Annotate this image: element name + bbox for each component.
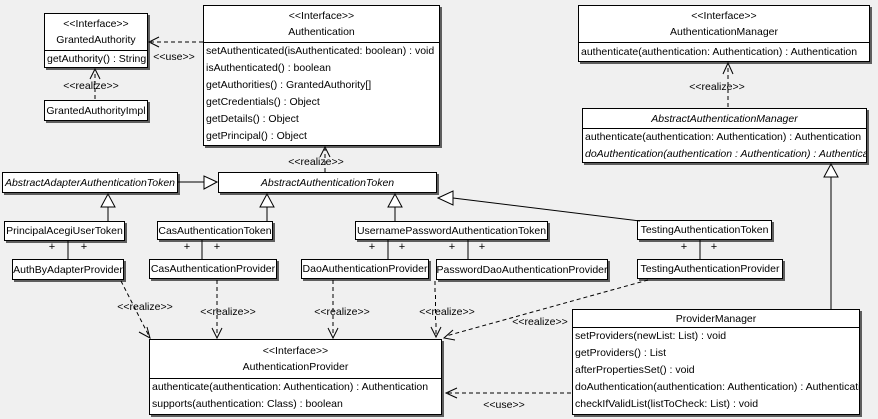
multiplicity-plus: +: [478, 241, 486, 253]
class-method: supports(authentication: Class) : boolea…: [152, 398, 343, 410]
class-method: doAuthentication(authentication: Authent…: [575, 381, 859, 393]
class-method: afterPropertiesSet() : void: [575, 364, 695, 376]
generalization-triangle: [203, 175, 219, 190]
class-name: PrincipalAcegiUserToken: [6, 225, 123, 237]
class-name: AuthByAdapterProvider: [13, 263, 123, 276]
realize-arrowhead: [89, 67, 101, 80]
multiplicity-plus: +: [710, 241, 718, 253]
use-label: <<use>>: [483, 399, 525, 411]
class-stereotype: <<Interface>>: [262, 344, 329, 357]
class-method: setAuthenticated(isAuthenticated: boolea…: [206, 45, 435, 57]
class-method: doAuthentication(authentication : Authen…: [585, 148, 866, 160]
class-method: getProviders() : List: [575, 347, 667, 359]
class-method: getPrincipal() : Object: [206, 130, 307, 142]
class-name: CasAuthenticationProvider: [150, 263, 276, 275]
multiplicity-plus: +: [680, 241, 688, 253]
use-label: <<use>>: [153, 51, 195, 63]
multiplicity-plus: +: [183, 241, 191, 253]
class-name: GrantedAuthority: [56, 33, 136, 46]
class-method: isAuthenticated() : boolean: [206, 62, 331, 74]
realize-arrowhead: [722, 61, 734, 75]
realize-arrowhead: [138, 326, 151, 340]
class-method: getCredentials() : Object: [206, 96, 320, 108]
class-username-password-authentication-token[interactable]: UsernamePasswordAuthenticationToken: [355, 221, 548, 240]
generalization-triangle: [387, 192, 403, 208]
class-testing-authentication-token[interactable]: TestingAuthenticationToken: [637, 220, 772, 240]
class-name: GrantedAuthorityImpl: [46, 104, 146, 117]
generalization-line: [452, 197, 641, 222]
realize-label: <<realize>>: [288, 156, 344, 168]
realize-arrowhead: [327, 327, 339, 340]
generalization-triangle: [436, 190, 454, 206]
class-name: AbstractAuthenticationManager: [651, 112, 798, 125]
class-name: AuthenticationProvider: [242, 360, 349, 373]
generalization-triangle: [259, 192, 275, 208]
realize-label: <<realize>>: [689, 81, 745, 93]
class-auth-by-adapter-provider[interactable]: AuthByAdapterProvider: [12, 259, 124, 280]
class-cas-authentication-token[interactable]: CasAuthenticationToken: [157, 221, 273, 240]
generalization-triangle: [100, 192, 116, 208]
realize-arrowhead: [430, 326, 442, 339]
use-arrowhead: [147, 36, 160, 48]
class-name: TestingAuthenticationProvider: [640, 263, 780, 275]
realize-label: <<realize>>: [314, 306, 370, 318]
class-method: authenticate(authentication: Authenticat…: [581, 46, 858, 58]
realize-label: <<realize>>: [63, 80, 119, 92]
multiplicity-plus: +: [398, 241, 406, 253]
class-method: setProviders(newList: List) : void: [575, 330, 727, 342]
realize-label: <<realize>>: [419, 306, 475, 318]
class-granted-authority-impl[interactable]: GrantedAuthorityImpl: [44, 100, 148, 121]
class-testing-authentication-provider[interactable]: TestingAuthenticationProvider: [637, 259, 783, 279]
realize-label: <<realize>>: [117, 301, 173, 313]
class-granted-authority[interactable]: <<Interface>> GrantedAuthority getAuthor…: [44, 13, 148, 68]
multiplicity-plus: +: [368, 241, 376, 253]
multiplicity-plus: +: [213, 241, 221, 253]
class-name: PasswordDaoAuthenticationProvider: [436, 263, 608, 276]
class-name: Authentication: [288, 25, 355, 38]
class-name: AbstractAuthenticationToken: [260, 176, 395, 189]
multiplicity-plus: +: [80, 241, 88, 253]
class-name: UsernamePasswordAuthenticationToken: [356, 224, 547, 237]
class-name: TestingAuthenticationToken: [640, 224, 769, 236]
realize-arrowhead: [211, 327, 223, 340]
realize-arrowhead: [442, 329, 456, 341]
class-method: getAuthorities() : GrantedAuthority[]: [206, 79, 372, 91]
class-principal-acegi-user-token[interactable]: PrincipalAcegiUserToken: [4, 221, 125, 241]
realize-label: <<realize>>: [512, 316, 568, 328]
class-stereotype: <<Interface>>: [691, 9, 757, 22]
multiplicity-plus: +: [48, 241, 56, 253]
class-abstract-authentication-token[interactable]: AbstractAuthenticationToken: [218, 172, 437, 193]
class-password-dao-authentication-provider[interactable]: PasswordDaoAuthenticationProvider: [436, 259, 608, 280]
class-stereotype: <<Interface>>: [288, 9, 355, 22]
class-provider-manager[interactable]: ProviderManager setProviders(newList: Li…: [572, 309, 860, 415]
class-method: getAuthority() : String: [47, 53, 147, 65]
use-arrowhead: [444, 387, 458, 399]
realize-label: <<realize>>: [200, 306, 256, 318]
class-name: AbstractAdapterAuthenticationToken: [4, 176, 176, 189]
class-stereotype: <<Interface>>: [63, 17, 129, 30]
generalization-triangle: [823, 162, 839, 178]
class-name: ProviderManager: [675, 312, 757, 325]
class-name: CasAuthenticationToken: [158, 224, 272, 237]
class-dao-authentication-provider[interactable]: DaoAuthenticationProvider: [301, 259, 429, 279]
class-method: authenticate(authentication: Authenticat…: [152, 381, 429, 393]
multiplicity-plus: +: [448, 241, 456, 253]
class-method: getDetails() : Object: [206, 113, 299, 125]
class-name: DaoAuthenticationProvider: [302, 263, 428, 275]
class-abstract-adapter-authentication-token[interactable]: AbstractAdapterAuthenticationToken: [2, 172, 178, 193]
class-cas-authentication-provider[interactable]: CasAuthenticationProvider: [149, 259, 277, 279]
class-authentication-manager[interactable]: <<Interface>> AuthenticationManager auth…: [578, 5, 870, 62]
class-method: checkIfValidList(listToCheck: List) : vo…: [575, 398, 759, 410]
class-authentication[interactable]: <<Interface>> Authentication setAuthenti…: [203, 5, 440, 146]
class-authentication-provider[interactable]: <<Interface>> AuthenticationProvider aut…: [149, 339, 442, 415]
class-abstract-authentication-manager[interactable]: AbstractAuthenticationManager authentica…: [582, 108, 867, 163]
class-name: AuthenticationManager: [670, 25, 778, 38]
class-method: authenticate(authentication: Authenticat…: [585, 131, 862, 143]
